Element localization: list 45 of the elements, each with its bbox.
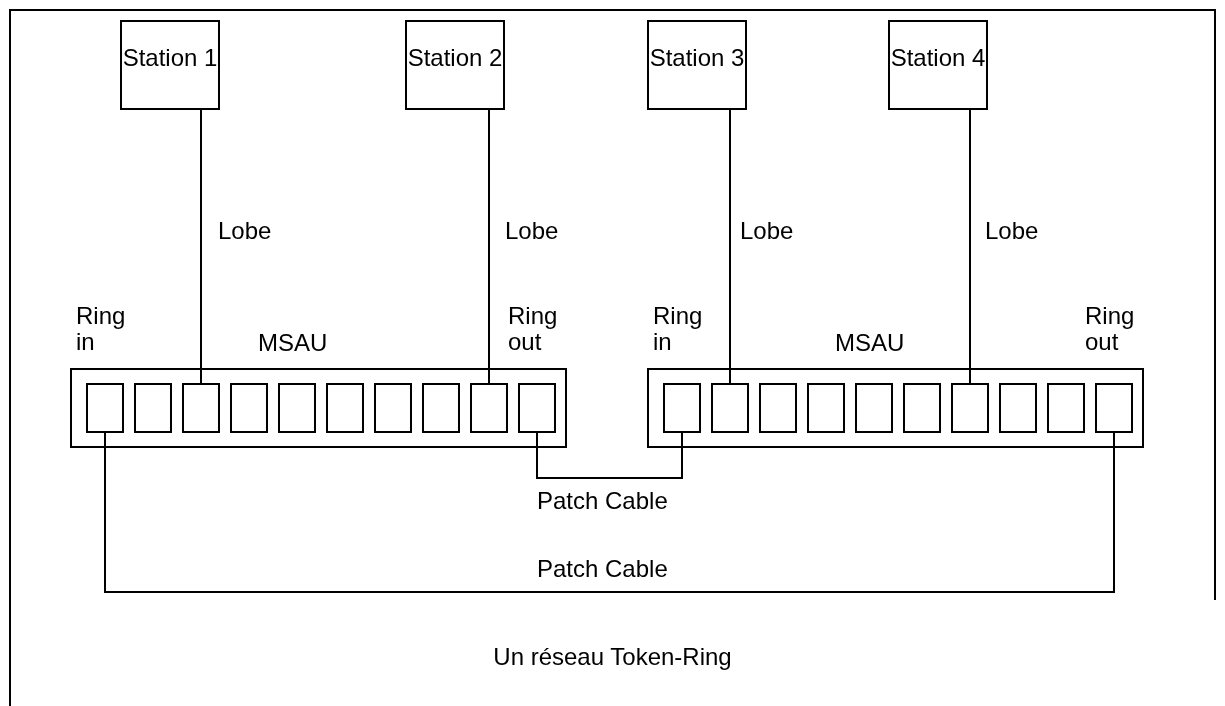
caption: Un réseau Token-Ring: [492, 644, 733, 670]
port-box: [182, 383, 220, 433]
edge-label: Patch Cable: [537, 488, 668, 514]
port-box: [663, 383, 701, 433]
cable-line: [536, 432, 683, 479]
port-box: [518, 383, 556, 433]
port-box: [807, 383, 845, 433]
port-box: [999, 383, 1037, 433]
edge-label: Lobe: [218, 218, 272, 244]
cable-line: [729, 109, 731, 384]
port-box: [374, 383, 412, 433]
port-box: [134, 383, 172, 433]
port-label: Ring out: [508, 303, 558, 355]
port-label: Ring in: [76, 303, 126, 355]
port-box: [903, 383, 941, 433]
station-box: Station 1: [120, 20, 220, 110]
port-box: [759, 383, 797, 433]
cable-line: [969, 109, 971, 384]
hub-label: MSAU: [258, 330, 328, 356]
port-box: [1095, 383, 1133, 433]
port-box: [951, 383, 989, 433]
cable-line: [104, 432, 1115, 593]
edge-label: Lobe: [740, 218, 794, 244]
hub-label: MSAU: [835, 330, 905, 356]
edge-label: Lobe: [985, 218, 1039, 244]
port-box: [326, 383, 364, 433]
port-box: [470, 383, 508, 433]
port-label: Ring out: [1085, 303, 1135, 355]
cable-line: [200, 109, 202, 384]
port-box: [230, 383, 268, 433]
port-box: [422, 383, 460, 433]
port-box: [711, 383, 749, 433]
port-box: [86, 383, 124, 433]
station-box: Station 2: [405, 20, 505, 110]
edge-label: Lobe: [505, 218, 559, 244]
port-label: Ring in: [653, 303, 703, 355]
station-box: Station 3: [647, 20, 747, 110]
edge-label: Patch Cable: [537, 556, 668, 582]
station-box: Station 4: [888, 20, 988, 110]
port-box: [1047, 383, 1085, 433]
hub-box: [70, 368, 567, 448]
port-box: [278, 383, 316, 433]
hub-box: [647, 368, 1144, 448]
port-box: [855, 383, 893, 433]
cable-line: [488, 109, 490, 384]
